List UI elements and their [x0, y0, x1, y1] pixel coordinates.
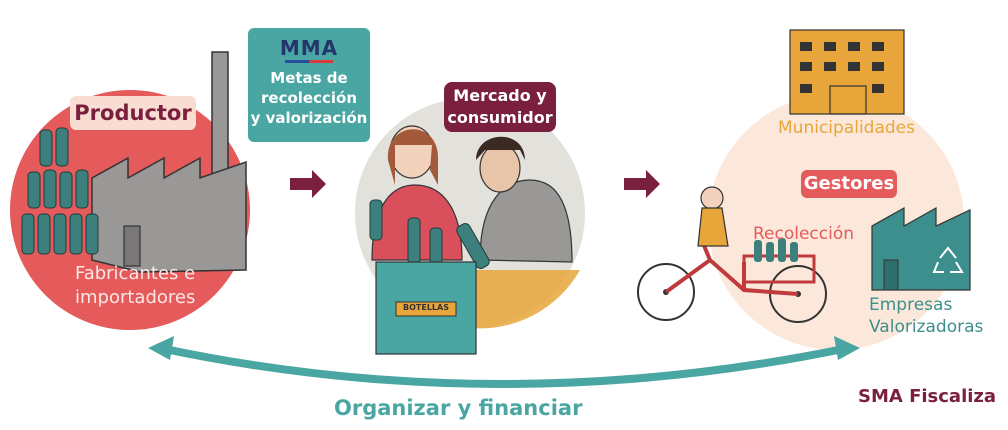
mma-logo-underline — [285, 60, 333, 63]
factory-icon — [91, 51, 247, 273]
recycling-plant-icon — [871, 206, 971, 291]
mma-text: Metas de recolección y valorización — [248, 68, 370, 128]
mercado-label: Mercado y consumidor — [444, 82, 556, 132]
mercado-line2: consumidor — [447, 108, 553, 127]
mma-card: MMA Metas de recolección y valorización — [248, 28, 370, 142]
man-figure — [476, 136, 573, 263]
mma-line1: Metas de — [270, 69, 348, 87]
empresas-line2: Valorizadoras — [869, 317, 984, 337]
organizar-arrow-right — [834, 336, 860, 360]
organizar-arc — [156, 344, 852, 388]
productor-title: Productor — [70, 96, 196, 130]
box-label: BOTELLAS — [403, 303, 449, 312]
cargo-bike-icon — [637, 186, 827, 323]
empresas-line1: Empresas — [869, 295, 953, 315]
mma-line3: y valorización — [250, 109, 368, 127]
building-icon — [789, 29, 905, 115]
sma-label: SMA Fiscaliza — [858, 386, 997, 407]
flow-arrow-1 — [290, 170, 326, 198]
municipalidades-label: Municipalidades — [778, 118, 915, 138]
gestores-title: Gestores — [801, 170, 897, 198]
recycle-icon — [932, 246, 964, 273]
mercado-table — [470, 270, 580, 329]
flow-arrow-2 — [624, 170, 660, 198]
bottles-icon — [21, 127, 99, 255]
productor-subtitle-line2: importadores — [75, 287, 196, 308]
mercado-line1: Mercado y — [453, 86, 547, 105]
empresas-label: Empresas Valorizadoras — [869, 294, 983, 338]
recoleccion-label: Recolección — [753, 224, 855, 244]
productor-subtitle: Fabricantes e importadores — [75, 262, 215, 310]
productor-subtitle-line1: Fabricantes e — [75, 263, 196, 284]
bottle-box — [375, 261, 477, 355]
organizar-arrow-left — [148, 336, 174, 360]
held-bottles-icon — [369, 199, 490, 269]
organizar-label: Organizar y financiar — [334, 396, 583, 420]
mma-logo: MMA — [279, 36, 339, 60]
mma-line2: recolección — [261, 89, 357, 107]
